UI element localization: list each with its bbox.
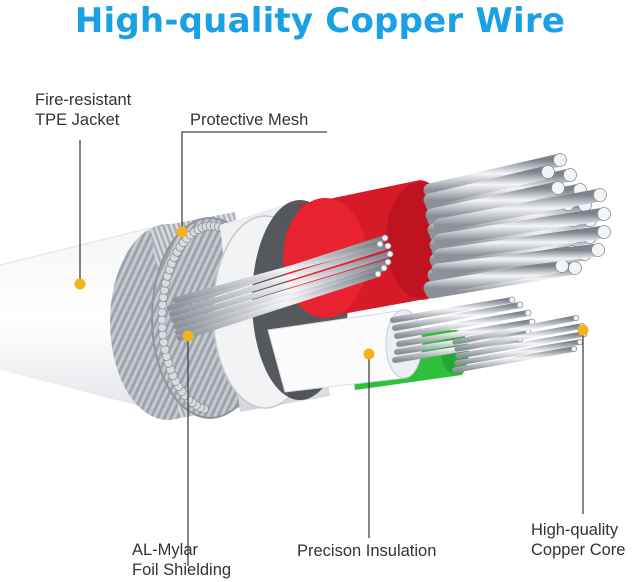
copper-core-strands bbox=[167, 153, 611, 373]
strand-end bbox=[591, 243, 605, 257]
wire-strand bbox=[455, 331, 587, 359]
strand-end bbox=[597, 207, 611, 221]
strand-end bbox=[563, 168, 577, 182]
label-foil-shielding: AL-Mylar Foil Shielding bbox=[132, 540, 231, 580]
label-foil-shielding-line1: AL-Mylar bbox=[132, 541, 199, 559]
strand-end bbox=[568, 261, 582, 275]
label-foil-shielding-line2: Foil Shielding bbox=[132, 561, 232, 579]
strand-end bbox=[381, 234, 389, 242]
strand-end bbox=[508, 296, 516, 304]
label-tpe-jacket-line2: TPE Jacket bbox=[35, 111, 120, 129]
callout-dot-jacket bbox=[74, 278, 86, 290]
wire-strand bbox=[173, 259, 391, 329]
strand-end bbox=[572, 314, 580, 322]
callout-dot-insulation bbox=[363, 348, 375, 360]
callout-dot-foil bbox=[182, 330, 194, 342]
strand-end bbox=[516, 301, 524, 309]
strand-end bbox=[593, 188, 607, 202]
strand-end bbox=[576, 338, 584, 346]
strand-end bbox=[524, 309, 532, 317]
label-protective-mesh-line1: Protective Mesh bbox=[190, 111, 309, 129]
wire-strand bbox=[425, 181, 565, 222]
label-protective-mesh: Protective Mesh bbox=[190, 110, 308, 130]
callout-dot-mesh bbox=[176, 226, 188, 238]
label-copper-core-line2: Copper Core bbox=[531, 541, 626, 559]
strand-end bbox=[384, 242, 392, 250]
strand-end bbox=[386, 250, 394, 258]
mesh-dot bbox=[157, 300, 168, 310]
wire-strand bbox=[177, 271, 381, 341]
wire-strand bbox=[452, 346, 577, 373]
wire-strand bbox=[433, 188, 607, 232]
wire-strand bbox=[423, 259, 569, 295]
callout-dot-core bbox=[577, 324, 589, 336]
callout-dots bbox=[74, 226, 589, 360]
wire-strand bbox=[392, 302, 523, 331]
strand-end bbox=[597, 225, 611, 239]
label-copper-core: High-quality Copper Core bbox=[531, 520, 625, 560]
strand-end bbox=[374, 270, 382, 278]
strand-end bbox=[541, 165, 555, 179]
wire-strand bbox=[169, 243, 391, 317]
wire-strand bbox=[423, 153, 567, 197]
mesh-dot bbox=[157, 315, 167, 325]
wire-strand bbox=[175, 265, 387, 335]
wire-strand bbox=[396, 319, 535, 347]
label-precision-insulation-line1: Precison Insulation bbox=[297, 542, 437, 560]
wire-strand bbox=[454, 323, 585, 352]
strand-end bbox=[380, 264, 388, 272]
strand-end bbox=[376, 240, 384, 248]
wire-strand bbox=[454, 339, 583, 366]
strand-end bbox=[570, 345, 578, 353]
label-tpe-jacket: Fire-resistant TPE Jacket bbox=[35, 90, 131, 130]
label-tpe-jacket-line1: Fire-resistant bbox=[35, 91, 132, 109]
strand-end bbox=[384, 258, 392, 266]
label-precision-insulation: Precison Insulation bbox=[297, 541, 436, 561]
label-copper-core-line1: High-quality bbox=[531, 521, 619, 539]
wire-strand bbox=[171, 251, 393, 323]
diagram-title: High-quality Copper Wire bbox=[74, 1, 566, 41]
leader-lines bbox=[79, 131, 584, 566]
strand-end bbox=[553, 153, 567, 167]
wire-strand bbox=[433, 225, 611, 262]
wire-strand bbox=[423, 165, 555, 207]
wire-strand bbox=[431, 243, 605, 277]
wire-strand bbox=[173, 241, 383, 303]
wire-strand bbox=[452, 315, 579, 345]
wire-strand bbox=[390, 297, 515, 323]
strand-end bbox=[551, 181, 565, 195]
wire-strand bbox=[433, 207, 611, 247]
wire-strand bbox=[394, 310, 531, 339]
